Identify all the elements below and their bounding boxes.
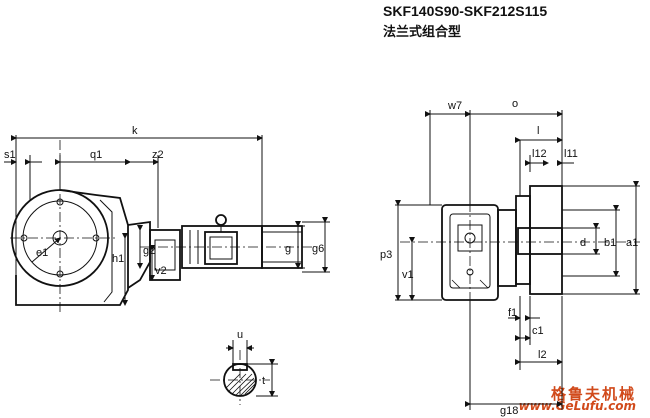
output-shaft: [517, 227, 563, 255]
dim-u: u: [237, 329, 243, 341]
dim-q1: q1: [90, 149, 102, 161]
dim-b1: b1: [604, 237, 616, 249]
dim-g18: g18: [500, 405, 518, 417]
flange-pitch-circle: [22, 200, 98, 276]
dim-a1: a1: [626, 237, 638, 249]
dim-p3: p3: [380, 249, 392, 261]
output-flange: [497, 209, 517, 287]
dim-o: o: [512, 98, 518, 110]
dim-l: l: [537, 125, 539, 137]
front-view: w7 o l l12 l11 p3 v1 d b1 a1 f1 c1 l2 g1…: [380, 98, 640, 417]
model-description: 法兰式组合型: [383, 25, 462, 40]
dim-v2: v2: [155, 265, 167, 277]
dim-k: k: [132, 125, 138, 137]
dim-d: d: [580, 237, 586, 249]
shaft-section: u t: [210, 329, 278, 405]
dim-z2: z2: [152, 149, 164, 161]
dim-l12: l12: [532, 148, 547, 160]
dim-l11: l11: [564, 148, 578, 160]
watermark-brand: 格鲁夫机械: [550, 385, 636, 403]
dim-e1: e1: [36, 247, 48, 259]
mounting-flange: [529, 185, 563, 295]
dim-t: t: [262, 375, 265, 387]
lifting-eye: [215, 214, 227, 226]
dim-g2: g2: [143, 245, 155, 257]
side-view: k s1 q1 z2 e1 h1 g2 v2 g g6: [4, 125, 330, 312]
dim-g: g: [285, 243, 291, 255]
dim-w7: w7: [447, 100, 462, 112]
dim-v1: v1: [402, 269, 414, 281]
dim-f1: f1: [508, 307, 517, 319]
dim-c1: c1: [532, 325, 544, 337]
model-range-title: SKF140S90-SKF212S115: [383, 3, 548, 19]
dim-l2: l2: [538, 349, 547, 361]
dim-g6: g6: [312, 243, 324, 255]
dim-s1: s1: [4, 149, 16, 161]
dim-h1: h1: [112, 253, 124, 265]
